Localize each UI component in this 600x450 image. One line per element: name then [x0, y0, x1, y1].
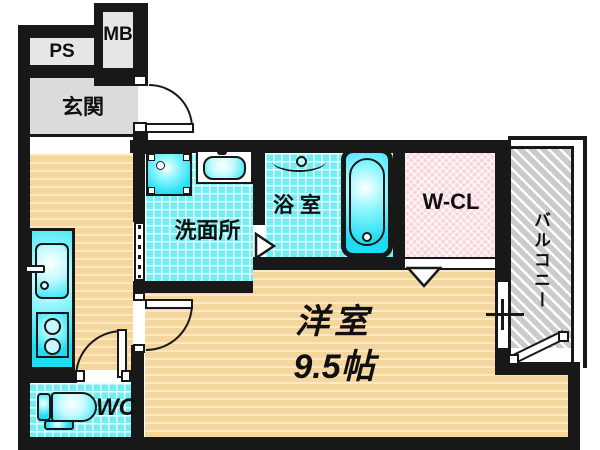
label-senmenjo: 洗面所 — [174, 218, 241, 243]
balcony-door-jamb-low — [508, 354, 519, 365]
accordion-dashes — [138, 225, 141, 278]
toilet-door-jamb-right — [121, 370, 131, 382]
wall-bottom-outer — [18, 437, 580, 450]
western-room-door-leaf — [145, 299, 193, 309]
wall-washroom-bathroom — [253, 153, 265, 225]
label-wc: WC — [96, 394, 136, 421]
label-western-room-size: 9.5帖 — [293, 348, 375, 386]
toilet-base — [44, 420, 74, 430]
balcony-rail-top-inner — [511, 146, 571, 149]
wall-left-outer — [18, 25, 30, 450]
floor-walk-in-closet — [405, 153, 495, 258]
floor-balcony — [511, 149, 571, 362]
window-tick-vertical — [501, 299, 504, 330]
washroom-accordion-door — [134, 222, 145, 281]
western-room-door-jamb-bottom — [133, 344, 145, 353]
pan-corner-tl — [148, 154, 155, 161]
western-room-door-jamb-top — [133, 292, 145, 301]
wall-right-lower — [568, 375, 580, 450]
entrance-door-jamb-bottom — [133, 122, 147, 133]
balcony-rail-right-inner — [571, 146, 574, 362]
entrance-door-arc — [149, 84, 193, 128]
stove-burner-bottom — [44, 338, 61, 355]
bathroom-counter-curve — [272, 150, 326, 172]
wall-bathtub-wcl — [393, 153, 405, 257]
toilet-door-jamb-left — [75, 370, 85, 382]
label-yokushitsu: 浴室 — [273, 194, 327, 217]
balcony-rail-top-outer — [508, 136, 587, 140]
entrance-door-leaf — [145, 123, 194, 133]
washroom-sink-basin — [203, 156, 246, 180]
toilet-bowl — [51, 392, 97, 422]
bathtub-inner-outline — [349, 158, 385, 246]
pan-drain-dot — [156, 161, 165, 170]
bathroom-faucet-dot — [296, 156, 307, 167]
kitchen-faucet-dot — [40, 281, 49, 290]
balcony-rail-right-outer — [583, 136, 587, 368]
bathroom-door-triangle — [254, 232, 276, 260]
bathtub-drain-dot — [362, 232, 372, 242]
pan-corner-tr — [183, 154, 190, 161]
wall-wc-right — [131, 345, 144, 450]
toilet-tank — [37, 393, 51, 421]
label-ps: PS — [49, 41, 75, 62]
pan-corner-bl — [148, 187, 155, 194]
balcony-door-jamb-high — [558, 331, 569, 342]
label-western-room: 洋室 — [295, 303, 373, 341]
mb-box — [103, 12, 133, 68]
label-genkan: 玄関 — [62, 96, 104, 119]
stove-burner-top — [44, 318, 61, 335]
wall-bathroom-south — [253, 257, 405, 270]
washroom-faucet-icon — [217, 149, 227, 155]
wall-wcl-right — [495, 140, 511, 282]
label-balcony: バルコニー — [531, 211, 550, 311]
pan-corner-br — [183, 187, 190, 194]
label-mb: MB — [103, 24, 133, 45]
floor-entrance — [28, 78, 138, 137]
wall-ps-bottom — [18, 65, 138, 78]
ps-box — [30, 38, 94, 65]
wall-washroom-left — [133, 145, 145, 222]
wall-balcony-south — [495, 362, 580, 375]
wall-wc-top — [18, 370, 77, 383]
wcl-opening-triangle — [406, 266, 442, 288]
entrance-door-jamb-top — [133, 75, 147, 86]
window-tick-horizontal — [486, 313, 524, 316]
kitchen-faucet-icon — [25, 265, 45, 273]
label-wcl: W-CL — [422, 189, 480, 214]
wall-washroom-south — [133, 281, 253, 293]
